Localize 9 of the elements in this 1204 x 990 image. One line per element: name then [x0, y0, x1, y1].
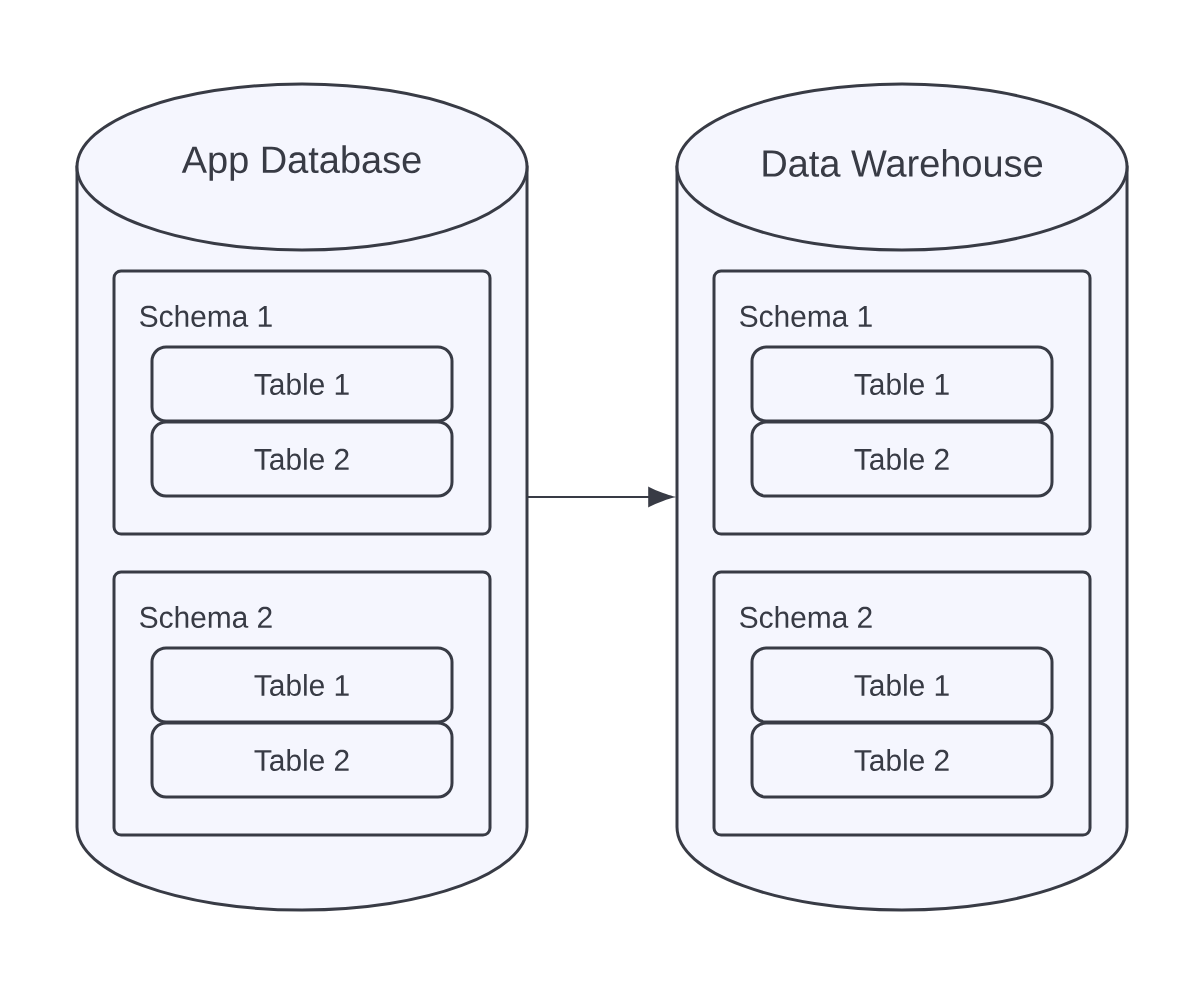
table-box: Table 1: [150, 646, 454, 724]
table-box: Table 2: [150, 721, 454, 799]
table-box: Table 2: [150, 420, 454, 498]
arrow: [526, 487, 674, 507]
table-box: Table 1: [150, 345, 454, 423]
table-box: Table 2: [750, 721, 1054, 799]
table-box: Table 2: [750, 420, 1054, 498]
table-box: Table 1: [750, 646, 1054, 724]
table-box: Table 1: [750, 345, 1054, 423]
